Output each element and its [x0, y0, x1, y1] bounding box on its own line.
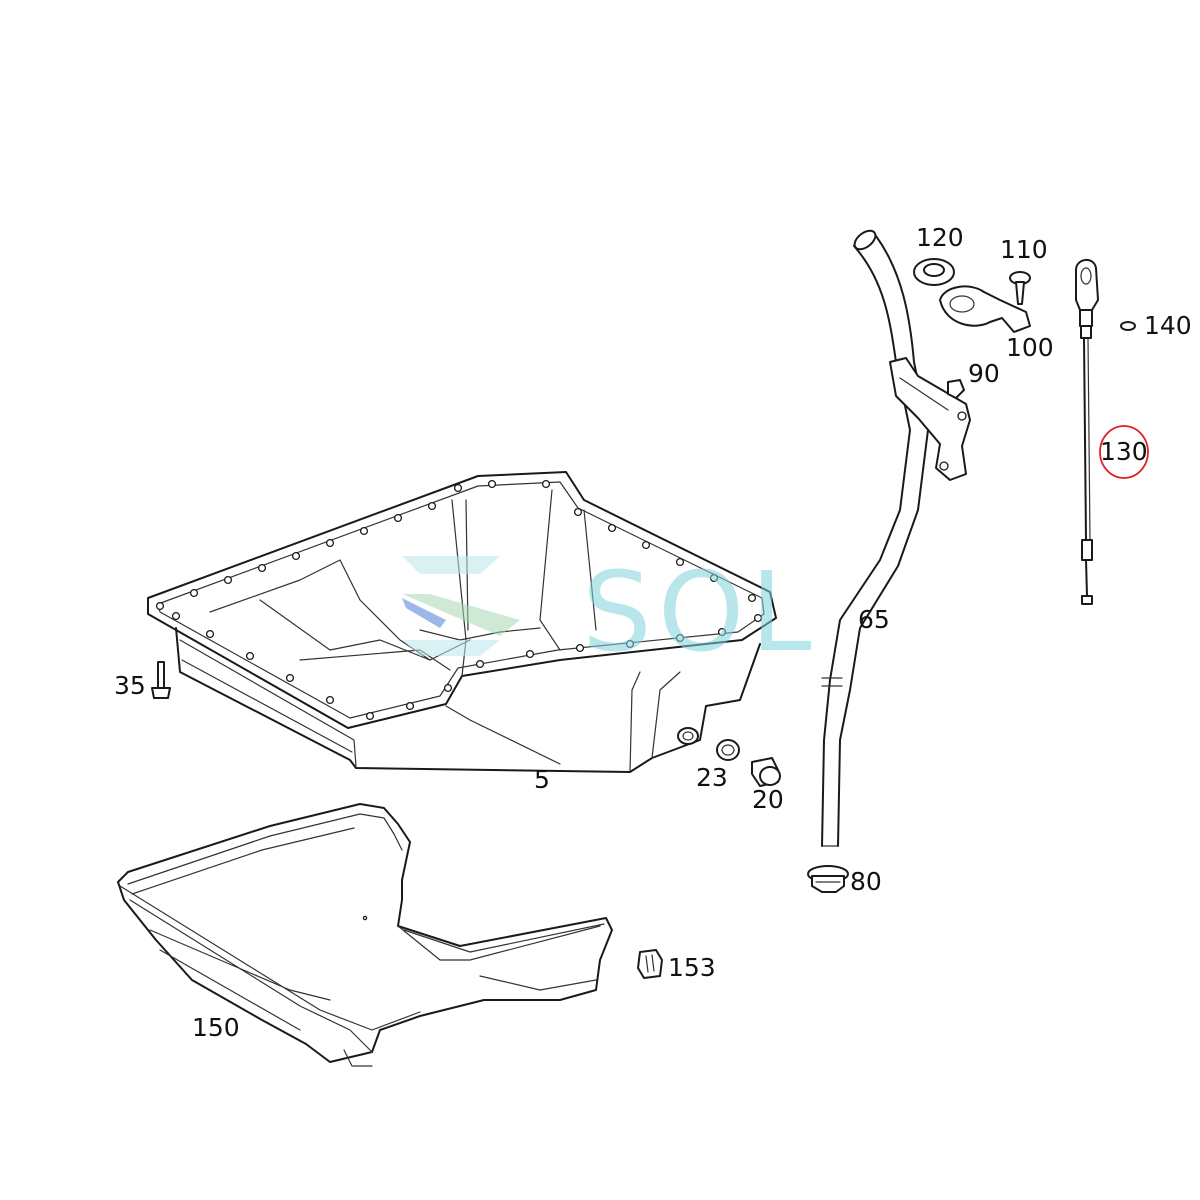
label-23: 23: [696, 763, 728, 792]
part-35-bolt: [151, 661, 171, 699]
label-90: 90: [968, 359, 1000, 388]
part-100-holder: [939, 285, 1031, 333]
part-labels: 5 20 23 35 65 80 90 100 110 120 130 140 …: [114, 223, 1192, 1042]
label-35: 35: [114, 671, 146, 700]
label-5: 5: [534, 765, 550, 794]
part-140-o-ring: [1120, 321, 1136, 331]
part-20-drain-plug: [751, 757, 781, 787]
label-150: 150: [192, 1013, 240, 1042]
watermark-text: SOL: [582, 548, 818, 676]
part-110-screw: [1009, 271, 1031, 305]
part-120-grommet: [913, 258, 955, 286]
label-100: 100: [1006, 333, 1054, 362]
label-120: 120: [916, 223, 964, 252]
part-5-oil-pan: [147, 471, 777, 773]
label-80: 80: [850, 867, 882, 896]
label-153: 153: [668, 953, 716, 982]
part-130-oil-dipstick: [1075, 259, 1149, 605]
label-65: 65: [858, 605, 890, 634]
part-80-plug: [807, 865, 849, 893]
label-130: 130: [1100, 437, 1148, 466]
label-20: 20: [752, 785, 784, 814]
part-65-guide-tube: [821, 229, 971, 847]
label-140: 140: [1144, 311, 1192, 340]
part-90-screw: [947, 379, 965, 399]
part-150-lower-oil-pan: [117, 803, 613, 1067]
part-153-clip: [637, 949, 663, 979]
highlight-circle: [1099, 425, 1149, 479]
label-110: 110: [1000, 235, 1048, 264]
part-23-sealing-ring: [716, 739, 740, 761]
sol-watermark: SOL: [402, 548, 818, 676]
